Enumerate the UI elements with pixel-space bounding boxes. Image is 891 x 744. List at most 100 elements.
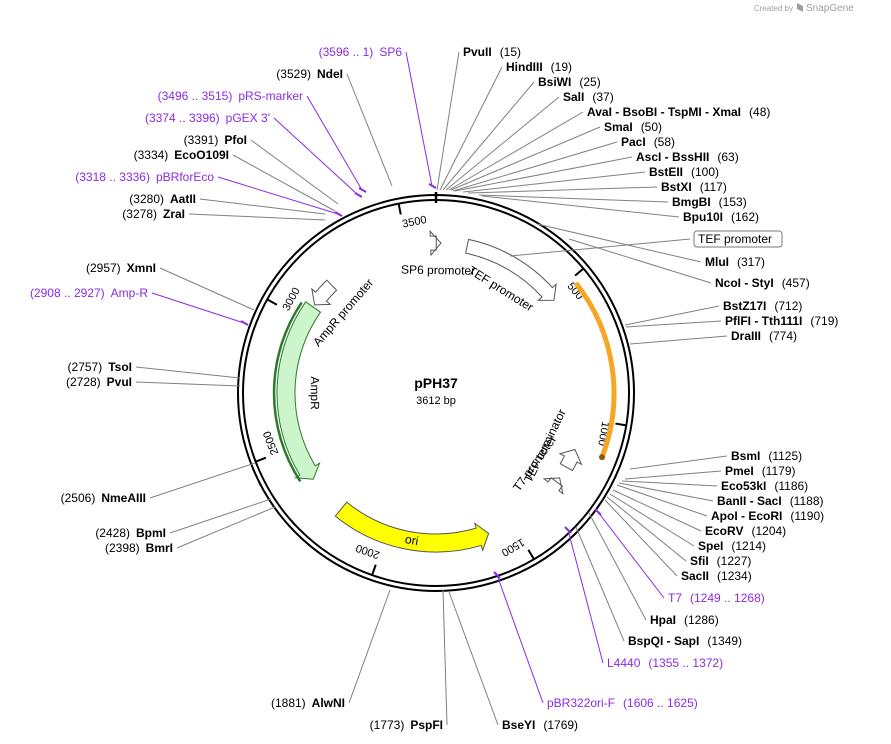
orf-feature[interactable] <box>573 281 617 459</box>
enzyme-label[interactable]: SfiI(1227) <box>606 496 751 568</box>
enzyme-label[interactable]: AvaI - BsoBI - TspMI - XmaI(48) <box>448 105 770 191</box>
enzyme-label[interactable]: HindIII(19) <box>439 60 572 191</box>
site-position: (3318 .. 3336) <box>75 170 150 184</box>
primer-label[interactable]: L4440(1355 .. 1372) <box>564 526 723 670</box>
site-position: (3280) <box>129 192 164 206</box>
enzyme-label[interactable]: (3334)EcoO109I <box>134 148 336 212</box>
backbone-outer <box>237 194 635 592</box>
leader-line <box>496 574 544 704</box>
ampr-promoter-feature[interactable] <box>311 279 338 306</box>
site-name: BstEII <box>649 165 683 179</box>
site-position: (1234) <box>717 569 752 583</box>
site-label-text: (2428)BpmI <box>95 526 166 540</box>
site-label-text: EcoRV(1204) <box>705 524 786 538</box>
enzyme-label[interactable]: AscI - BssHII(63) <box>454 150 739 192</box>
tick-label: 3500 <box>401 214 427 231</box>
site-position: (162) <box>731 210 759 224</box>
ori-feature[interactable] <box>334 501 490 553</box>
primer-mark <box>240 320 249 326</box>
enzyme-label[interactable]: (2957)XmnI <box>86 261 255 311</box>
site-name: Amp-R <box>111 286 149 300</box>
enzyme-label[interactable]: BstZ17I(712) <box>624 299 802 326</box>
enzyme-label[interactable]: (1773)PspFI <box>370 589 448 732</box>
enzyme-label[interactable]: DraIII(774) <box>629 329 797 345</box>
enzyme-label[interactable]: PvuII(15) <box>436 45 521 191</box>
enzyme-label[interactable]: NcoI - StyI(457) <box>568 238 810 290</box>
enzyme-label[interactable]: BseYI(1769) <box>448 591 578 732</box>
leader-line <box>450 126 601 191</box>
enzyme-label[interactable]: (2506)NmeAIII <box>61 462 256 505</box>
primer-label[interactable]: (2908 .. 2927)Amp-R <box>30 286 249 326</box>
site-position: (117) <box>700 180 727 194</box>
site-position: (1204) <box>751 524 786 538</box>
enzyme-label[interactable]: EcoRV(1204) <box>612 489 786 538</box>
ampr-feature[interactable] <box>276 301 322 480</box>
enzyme-label[interactable]: BspQI - SapI(1349) <box>575 526 742 648</box>
site-name: HpaI <box>650 613 676 627</box>
site-name: BspQI - SapI <box>628 634 699 648</box>
site-label-text: (1881)AlwNI <box>271 696 345 710</box>
primer-label[interactable]: (3596 .. 1)SP6 <box>319 45 437 189</box>
tef-promoter-feature[interactable] <box>465 238 557 301</box>
enzyme-label[interactable]: Bpu10I(162) <box>481 195 759 224</box>
primer-label[interactable]: pBR322ori-F(1606 .. 1625) <box>493 571 698 710</box>
primer-mark <box>564 526 572 534</box>
site-label-text: BmgBI(153) <box>672 195 747 209</box>
primer-label[interactable]: (3496 .. 3515)pRS-marker <box>158 89 367 193</box>
enzyme-label[interactable]: BsiWI(25) <box>442 75 601 191</box>
enzyme-label[interactable]: ApoI - EcoRI(1190) <box>616 484 824 523</box>
enzyme-label[interactable]: (2428)BpmI <box>95 498 272 540</box>
enzyme-label[interactable]: SacII(1234) <box>604 499 752 583</box>
site-name: TsoI <box>108 360 132 374</box>
leader-line <box>176 506 276 549</box>
primer-label[interactable]: (3374 .. 3396)pGEX 3' <box>145 111 363 198</box>
enzyme-label[interactable]: BstEII(100) <box>462 165 719 193</box>
sp6-promoter-feature[interactable] <box>429 229 442 257</box>
enzyme-label[interactable]: (2398)BmrI <box>105 506 276 555</box>
enzyme-label[interactable]: PflFI - Tth111I(719) <box>625 314 838 328</box>
primer-label[interactable]: T7(1249 .. 1268) <box>594 508 765 605</box>
site-name: BmgBI <box>672 195 711 209</box>
site-name: PspFI <box>410 718 443 732</box>
tick-label: 1500 <box>499 536 526 559</box>
site-label-text: (1773)PspFI <box>370 718 443 732</box>
callout-box <box>693 230 783 248</box>
enzyme-label[interactable]: BstXI(117) <box>467 180 727 194</box>
site-position: (2957) <box>86 261 121 275</box>
enzyme-label[interactable]: (3278)ZraI <box>122 207 326 221</box>
feature-callout[interactable]: TEF promoter <box>509 230 783 257</box>
enzyme-label[interactable]: BanII - SacI(1188) <box>618 482 823 508</box>
enzyme-label[interactable]: (1881)AlwNI <box>271 589 391 710</box>
site-position: (25) <box>579 75 600 89</box>
enzyme-label[interactable]: BsmI(1125) <box>629 449 802 470</box>
enzyme-label[interactable]: PacI(58) <box>452 135 675 192</box>
t7-promoter-feature[interactable] <box>542 477 564 496</box>
enzyme-label[interactable]: HpaI(1286) <box>588 512 719 627</box>
enzyme-label[interactable]: MluI(317) <box>536 223 765 269</box>
site-label-text: HpaI(1286) <box>650 613 719 627</box>
enzyme-label[interactable]: (3391)PfoI <box>184 133 339 205</box>
enzyme-label[interactable]: SalI(37) <box>445 90 614 191</box>
enzyme-label[interactable]: (3280)AatII <box>129 192 326 215</box>
enzyme-label[interactable]: Eco53kI(1186) <box>621 479 808 493</box>
site-label-text: (2506)NmeAIII <box>61 491 146 505</box>
primer-label[interactable]: (3318 .. 3336)pBRforEco <box>75 170 343 217</box>
leader-line <box>588 512 647 621</box>
site-label-text: SfiI(1227) <box>690 554 751 568</box>
site-position: (1606 .. 1625) <box>623 696 698 710</box>
primer-mark <box>428 183 437 189</box>
enzyme-label[interactable]: (2757)TsoI <box>68 360 241 379</box>
site-label-text: PflFI - Tth111I(719) <box>725 314 838 328</box>
enzyme-label[interactable]: (3529)NdeI <box>276 67 393 187</box>
enzyme-label[interactable]: BmgBI(153) <box>478 194 747 209</box>
tick-mark <box>574 267 585 277</box>
leader-line <box>481 195 680 218</box>
site-position: (3596 .. 1) <box>319 45 374 59</box>
enzyme-label[interactable]: PmeI(1179) <box>624 464 795 480</box>
tef-terminator-feature[interactable] <box>558 448 583 472</box>
enzyme-label[interactable]: (2728)PvuI <box>66 375 241 389</box>
leader-line <box>609 493 695 547</box>
enzyme-label[interactable]: SmaI(50) <box>450 120 662 191</box>
enzyme-label[interactable]: SpeI(1214) <box>609 493 766 553</box>
site-name: NdeI <box>317 67 343 81</box>
